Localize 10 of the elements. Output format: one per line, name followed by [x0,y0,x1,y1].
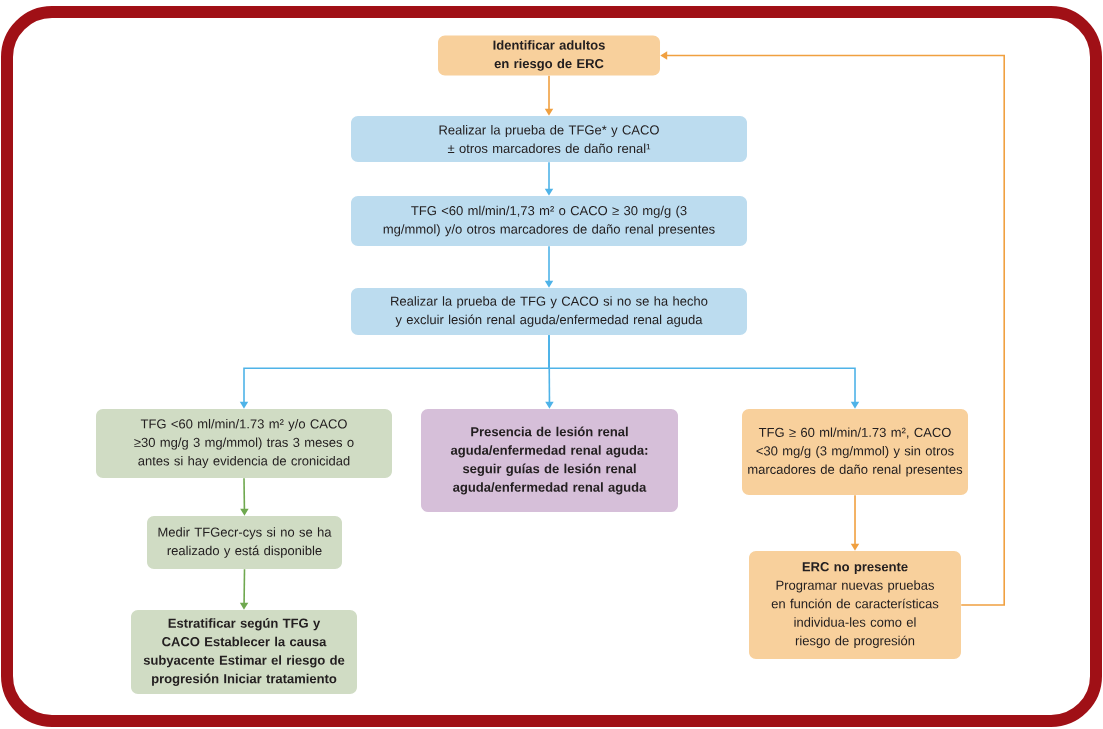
process-box: TFG ≥ 60 ml/min/1.73 m², CACO <30 mg/g (3 mg/mmol) y sin otros marcadores de daño renal presentes [742,409,968,495]
process-box: Identificar adultos en riesgo de ERC [438,35,660,76]
process-box: TFG <60 ml/min/1,73 m² o CACO ≥ 30 mg/g (3 mg/mmol) y/o otros marcadores de daño renal presentes [351,196,747,246]
process-box: ERC no presente Programar nuevas pruebas en función de características individua-les como el riesgo de progresión [749,551,961,659]
process-box: Realizar la prueba de TFGe* y CACO ± otros marcadores de daño renal¹ [351,116,747,162]
process-box: Realizar la prueba de TFG y CACO si no se ha hecho y excluir lesión renal aguda/enfermedad renal aguda [351,288,747,335]
process-box: Estratificar según TFG y CACO Establecer la causa subyacente Estimar el riesgo de progresión Iniciar tratamiento [131,610,357,694]
process-box: Presencia de lesión renal aguda/enfermedad renal aguda: seguir guías de lesión renal aguda/enfermedad renal aguda [421,409,678,512]
process-box: Medir TFGecr-cys si no se ha realizado y está disponible [147,516,342,569]
process-box: TFG <60 ml/min/1.73 m² y/o CACO ≥30 mg/g 3 mg/mmol) tras 3 meses o antes si hay evidencia de cronicidad [96,409,392,478]
